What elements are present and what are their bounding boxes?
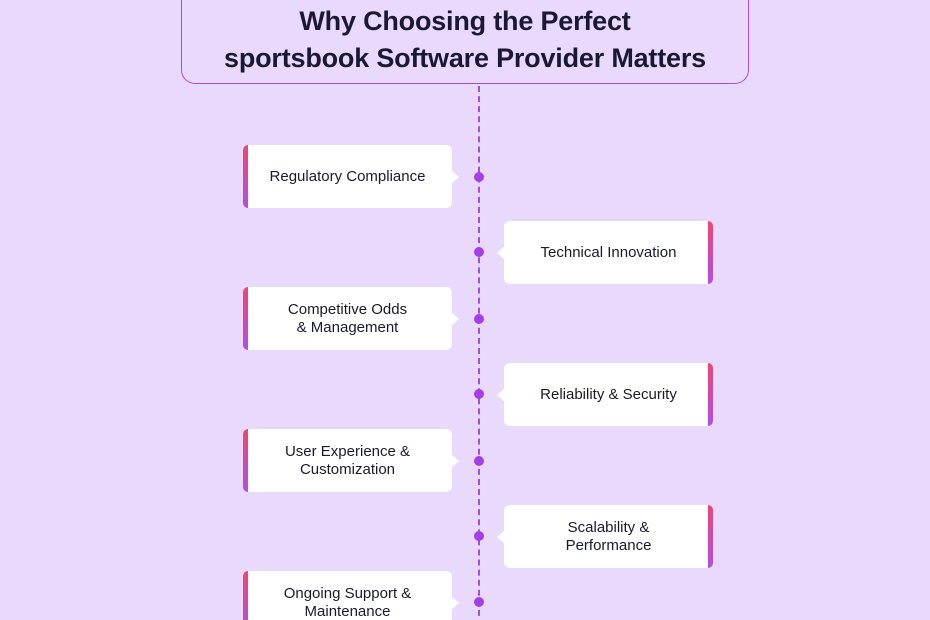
card-accent-bar	[708, 221, 713, 284]
step-card-technical-innovation: Technical Innovation	[497, 221, 713, 284]
card-pointer	[497, 529, 505, 544]
timeline-dot	[474, 247, 484, 257]
step-card-scalability-performance: Scalability & Performance	[497, 505, 713, 568]
timeline-dot	[474, 531, 484, 541]
card-accent-bar	[708, 363, 713, 426]
step-label-line: Competitive Odds	[287, 300, 408, 318]
card-pointer	[497, 387, 505, 402]
step-label-line: User Experience &	[284, 442, 411, 460]
timeline-dot	[474, 389, 484, 399]
step-card-regulatory-compliance: Regulatory Compliance	[243, 145, 459, 208]
card-pointer	[451, 595, 459, 610]
step-card-reliability-security: Reliability & Security	[497, 363, 713, 426]
step-card-ongoing-support: Ongoing Support & Maintenance	[243, 571, 459, 620]
step-card-user-experience: User Experience & Customization	[243, 429, 459, 492]
step-label-line: Scalability &	[567, 518, 650, 536]
step-label: Ongoing Support & Maintenance	[284, 585, 412, 620]
step-label-line: Performance	[565, 536, 652, 554]
card-accent-bar	[243, 145, 248, 208]
step-label-line: Customization	[299, 460, 396, 478]
step-label-line: Technical Innovation	[540, 243, 677, 261]
step-label: User Experience & Customization	[285, 443, 410, 479]
step-card-competitive-odds: Competitive Odds & Management	[243, 287, 459, 350]
card-pointer	[497, 245, 505, 260]
card-pointer	[451, 311, 459, 326]
timeline-dot	[474, 172, 484, 182]
step-label: Scalability & Performance	[566, 519, 652, 555]
timeline-dot	[474, 314, 484, 324]
step-label-line: Maintenance	[304, 602, 391, 620]
card-pointer	[451, 453, 459, 468]
title-box: Why Choosing the Perfect sportsbook Soft…	[181, 0, 749, 84]
title-line-1: Why Choosing the Perfect	[299, 5, 631, 36]
timeline-line	[478, 86, 480, 620]
step-label-line: Regulatory Compliance	[269, 167, 426, 185]
card-pointer	[451, 169, 459, 184]
page-title: Why Choosing the Perfect sportsbook Soft…	[224, 3, 706, 77]
step-label-line: Ongoing Support &	[283, 584, 412, 602]
step-label: Competitive Odds & Management	[288, 301, 407, 337]
step-label: Technical Innovation	[541, 244, 677, 262]
card-accent-bar	[243, 287, 248, 350]
card-accent-bar	[708, 505, 713, 568]
step-label-line: & Management	[296, 318, 399, 336]
step-label-line: Reliability & Security	[540, 385, 677, 403]
step-label: Reliability & Security	[540, 386, 677, 404]
timeline-dot	[474, 597, 484, 607]
card-accent-bar	[243, 571, 248, 620]
card-accent-bar	[243, 429, 248, 492]
title-line-2: sportsbook Software Provider Matters	[224, 42, 706, 73]
timeline-dot	[474, 456, 484, 466]
step-label: Regulatory Compliance	[270, 168, 426, 186]
